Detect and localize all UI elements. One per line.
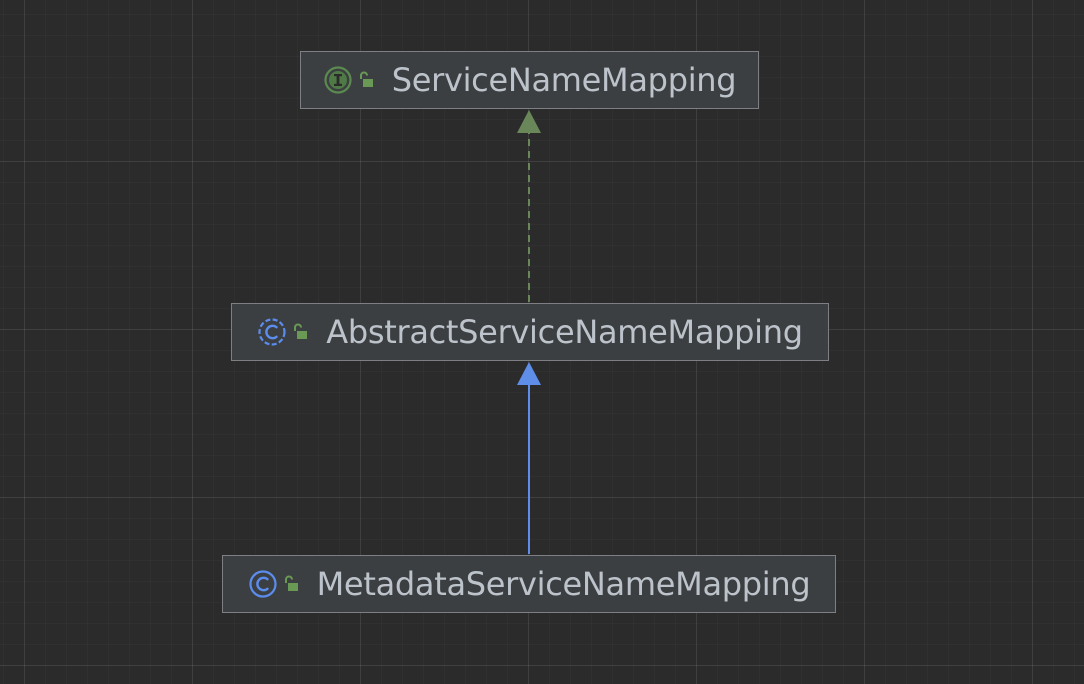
- extends-edge: [517, 362, 541, 554]
- node-service-name-mapping[interactable]: ServiceNameMapping: [300, 51, 759, 109]
- abstract-class-icon: [258, 318, 286, 346]
- class-icon: [249, 570, 277, 598]
- node-metadata-service-name-mapping[interactable]: MetadataServiceNameMapping: [222, 555, 836, 613]
- extends-arrowhead: [517, 362, 541, 385]
- node-label: ServiceNameMapping: [391, 61, 737, 99]
- public-lock-icon: [284, 575, 298, 591]
- node-label: MetadataServiceNameMapping: [316, 565, 811, 603]
- implements-edge: [517, 110, 541, 302]
- node-label: AbstractServiceNameMapping: [326, 313, 803, 351]
- implements-arrowhead: [517, 110, 541, 133]
- public-lock-icon: [294, 323, 308, 339]
- public-lock-icon: [359, 71, 373, 87]
- node-abstract-service-name-mapping[interactable]: AbstractServiceNameMapping: [231, 303, 829, 361]
- interface-icon: [324, 66, 352, 94]
